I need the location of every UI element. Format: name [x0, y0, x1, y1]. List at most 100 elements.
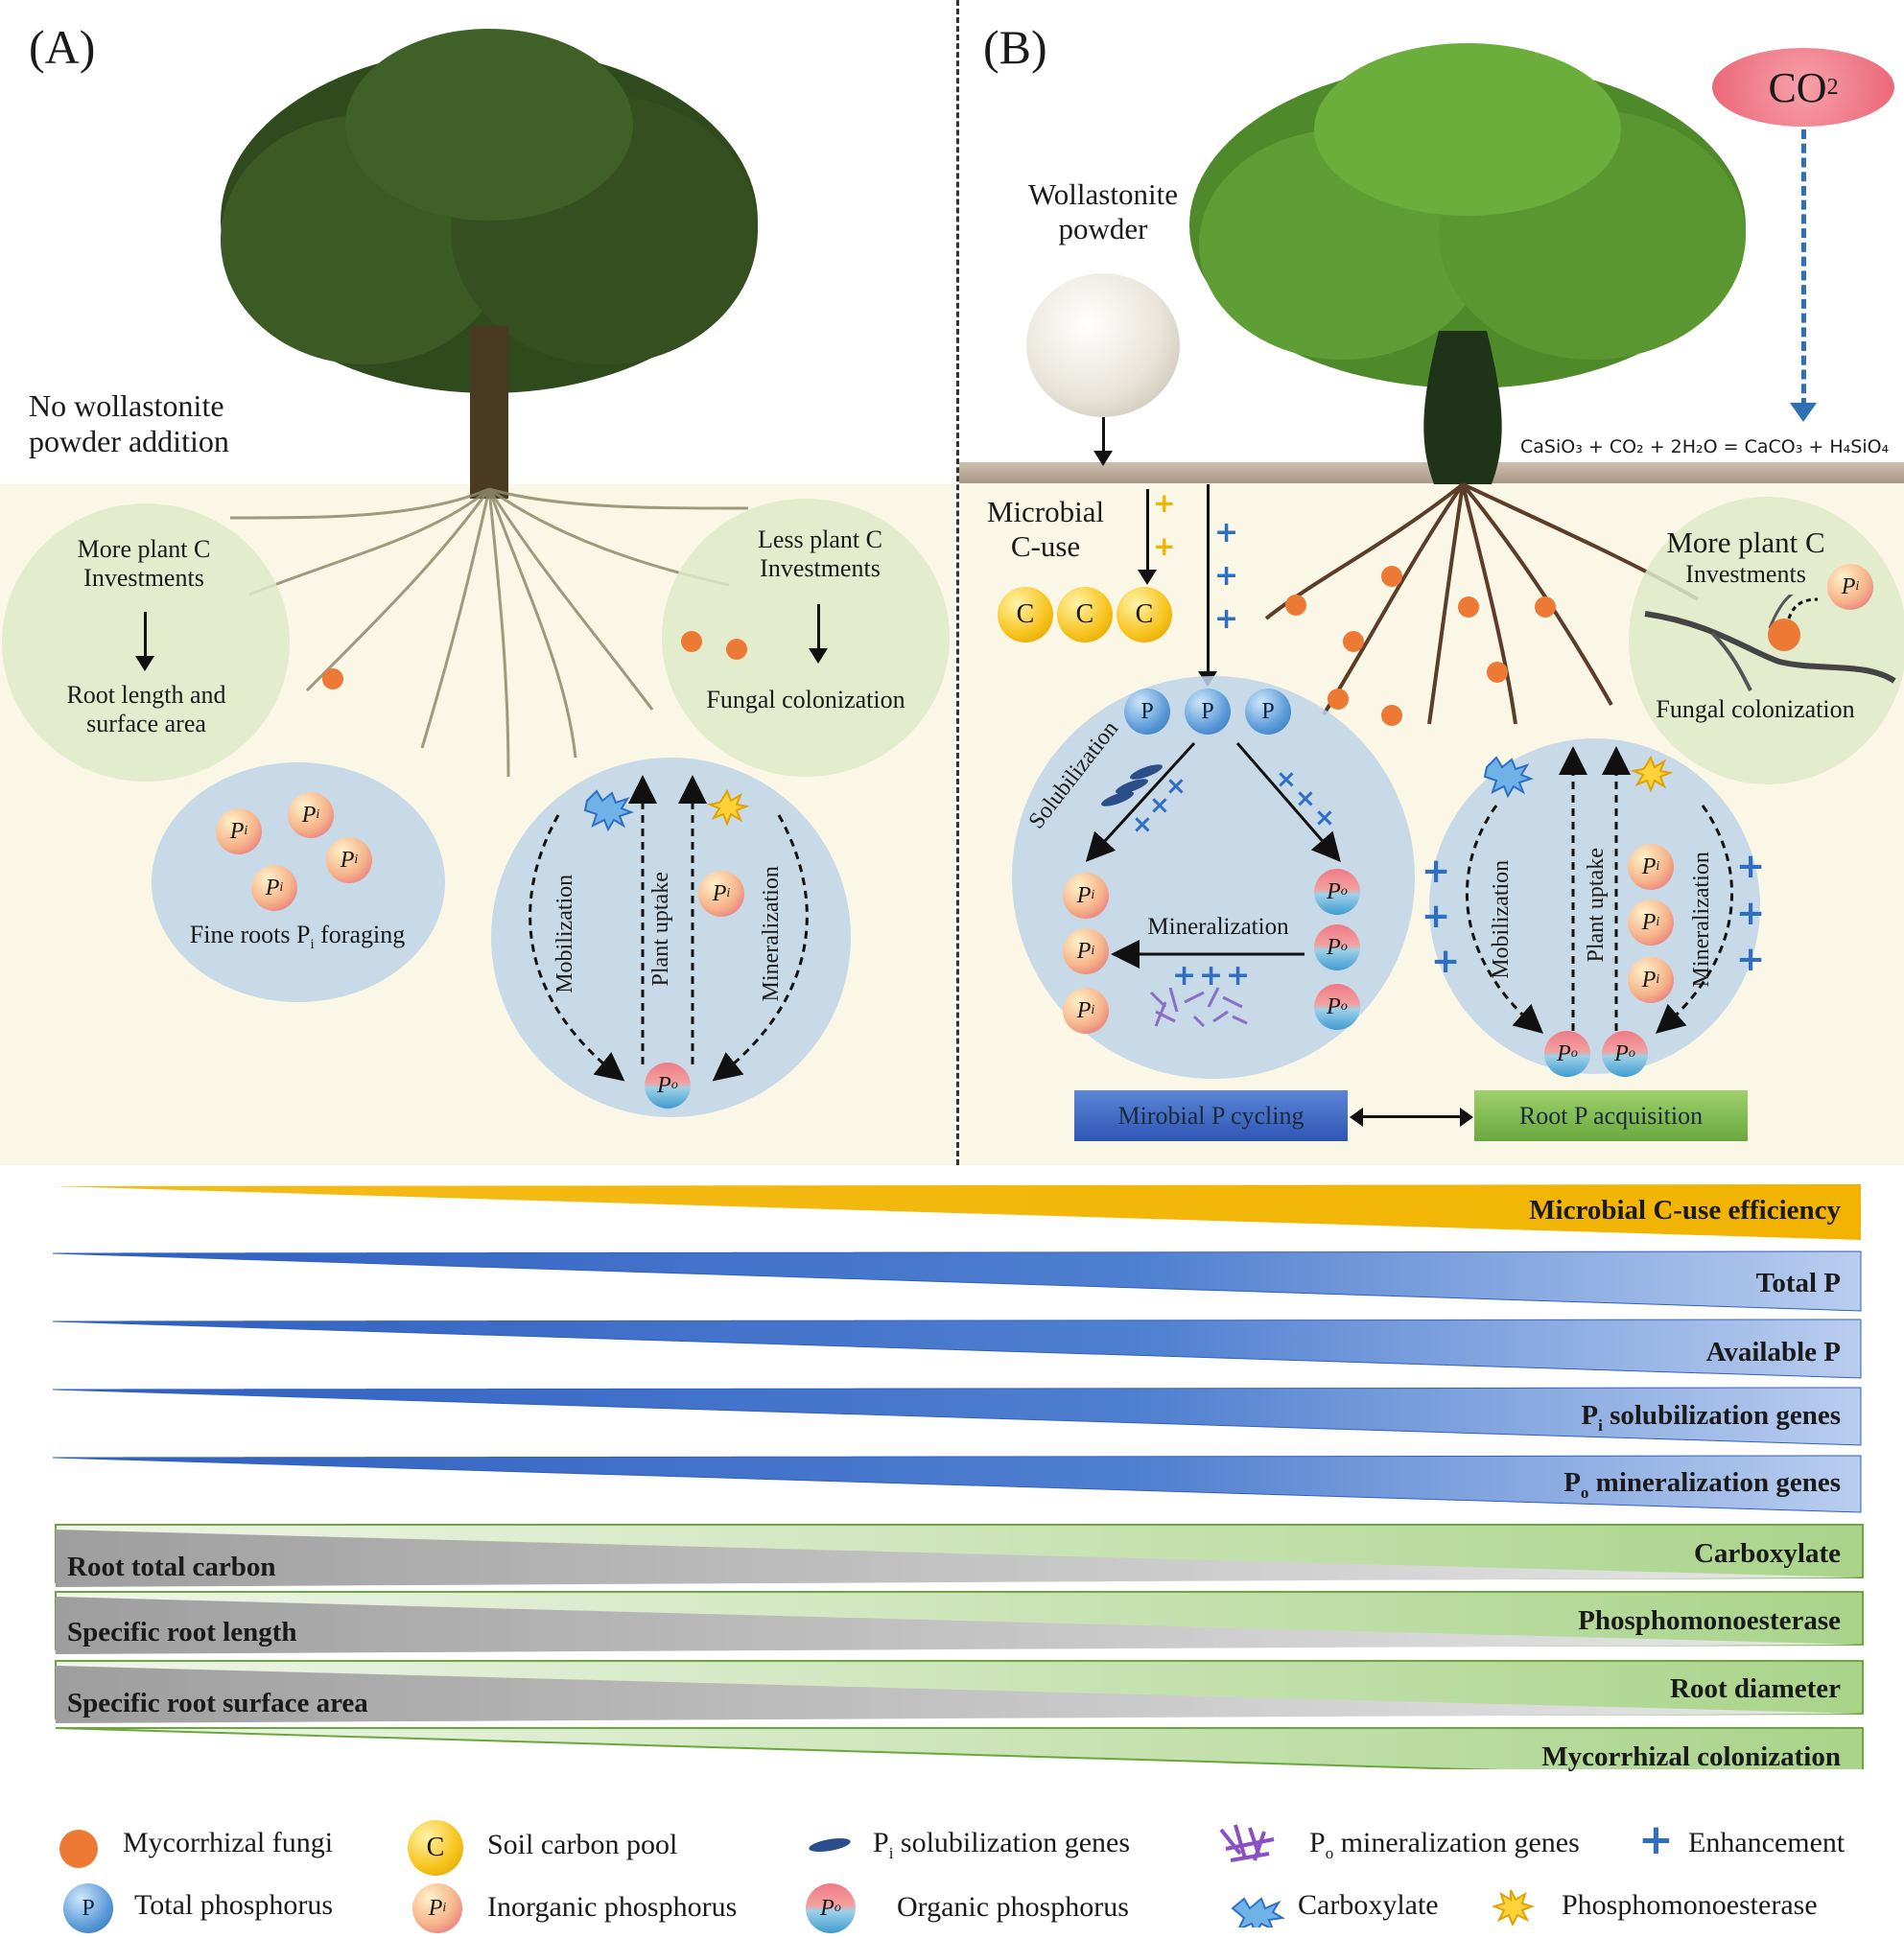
mycorrhizal-fungi-icon — [1285, 595, 1306, 616]
legend-carboxylate: Carboxylate — [1298, 1889, 1439, 1921]
wedge-pi-genes — [52, 1387, 1862, 1446]
legend-pi-genes-icon — [809, 1837, 851, 1853]
down-arrow-head-icon — [135, 656, 154, 671]
root-cycle-bubble — [1429, 738, 1760, 1074]
plant-uptake-label-b: Plant uptake — [1584, 848, 1610, 963]
bar-label-po-genes: Po mineralization genes — [1563, 1467, 1841, 1502]
panel-divider — [956, 0, 959, 1165]
trend-wedges — [52, 1184, 1864, 1769]
more-plant-c-bubble-b — [1629, 497, 1904, 784]
mobilization-label-a: Mobilization — [552, 874, 578, 993]
pi-solubilization-genes-icon — [1100, 764, 1164, 806]
enhancement-plus-icon: + — [1226, 959, 1251, 993]
mycorrhizal-fungi-icon — [1487, 662, 1508, 683]
legend-enhancement: Enhancement — [1688, 1827, 1845, 1858]
enhancement-plus-icon: + — [1736, 940, 1766, 979]
microbial-c-use-text: Microbial C-use — [986, 495, 1105, 563]
mycorrhizal-fungi-icon — [681, 631, 702, 652]
more-plant-c-text: More plant C Investments — [77, 535, 211, 592]
enhancement-plus-icon: + — [1172, 959, 1197, 993]
total-p-sphere: P — [1245, 689, 1291, 735]
total-p-sphere: P — [1185, 689, 1231, 735]
bar-label-root-diameter: Root diameter — [1670, 1673, 1841, 1704]
mycorrhizal-fungi-icon — [1458, 596, 1479, 618]
p-input-arrow — [1207, 484, 1210, 676]
enhancement-cross-icon: × — [1314, 804, 1335, 832]
bar-label-carboxylate: Carboxylate — [1693, 1538, 1841, 1569]
carboxylate-icon — [1483, 756, 1534, 799]
mineralization-label-a: Mineralization — [759, 866, 785, 1002]
enhancement-plus-icon: + — [1431, 942, 1461, 981]
plant-uptake-label-a: Plant uptake — [648, 872, 674, 987]
microbial-cycle-arrows — [1085, 741, 1341, 1028]
wedge-available-p — [52, 1319, 1862, 1379]
cycle-bubble-a — [491, 758, 851, 1117]
cycle-arrows-a — [529, 775, 809, 1082]
down-arrow-icon — [817, 604, 820, 652]
bar-label-root-total-carbon: Root total carbon — [67, 1552, 276, 1582]
wollastonite-title: Wollastonite powder — [1028, 177, 1178, 245]
legend-po-genes-icon — [1219, 1824, 1275, 1862]
arrow-head-left-icon — [1350, 1108, 1363, 1127]
panel-b-label: (B) — [983, 20, 1047, 74]
down-arrow-icon — [144, 612, 147, 660]
soil-carbon-sphere: C — [1057, 587, 1113, 642]
soil-carbon-sphere: C — [1117, 587, 1172, 642]
legend-pi-solubilization-genes: Pi solubilization genes — [873, 1827, 1131, 1862]
total-p-sphere: P — [1124, 689, 1170, 735]
microbial-p-cycling-box: Mirobial P cycling — [1074, 1090, 1348, 1141]
legend-inorganic-phosphorus: Inorganic phosphorus — [487, 1891, 738, 1923]
mycorrhizal-fungi-icon — [1381, 705, 1402, 726]
wedge-microbial-c-use — [53, 1184, 1861, 1240]
wedge-specific-root-length — [56, 1597, 1863, 1654]
mycorrhizal-fungi-icon — [1343, 631, 1364, 652]
legend-total-p-icon: P — [63, 1883, 113, 1933]
down-arrow-head-icon — [1138, 570, 1157, 585]
reaction-equation: CaSiO₃ + CO₂ + 2H₂O = CaCO₃ + H₄SiO₄ — [1520, 436, 1890, 457]
mycorrhizal-fungi-icon — [726, 639, 747, 660]
legend-carboxylate-icon — [1231, 1897, 1285, 1927]
root-fungus-illustration — [1644, 595, 1896, 691]
carboxylate-icon — [583, 789, 634, 832]
enhancement-cross-icon: × — [1165, 772, 1187, 801]
legend-phosphomonoesterase-icon — [1491, 1889, 1535, 1926]
legend-phosphomonoesterase: Phosphomonoesterase — [1562, 1889, 1818, 1921]
enhancement-cross-icon: × — [1149, 791, 1170, 820]
legend-soil-carbon-icon: C — [408, 1820, 463, 1876]
phosphomonoesterase-icon — [706, 788, 750, 827]
legend-mycorrhizal-fungi: Mycorrhizal fungi — [123, 1827, 334, 1858]
enhancement-cross-icon: × — [1295, 784, 1316, 813]
mycorrhizal-fungi-icon — [1328, 689, 1349, 710]
legend-po-mineralization-genes: Po mineralization genes — [1309, 1827, 1580, 1862]
legend-mycorrhizal-fungi-icon — [59, 1830, 98, 1868]
mobilization-label-b: Mobilization — [1489, 859, 1515, 979]
fine-roots-foraging-text: Fine roots Pi foraging — [189, 921, 406, 953]
co2-dashed-arrow — [1801, 129, 1806, 408]
more-plant-c-text-b: More plant C Investments — [1666, 526, 1825, 588]
root-length-text: Root length and surface area — [66, 681, 226, 737]
co2-arrow-head-icon — [1790, 403, 1817, 422]
panel-a-label: (A) — [29, 20, 96, 74]
enhancement-plus-icon: + — [1736, 894, 1766, 933]
legend-enhancement-icon: + — [1638, 1815, 1674, 1864]
wedge-root-total-carbon — [56, 1530, 1863, 1587]
fungal-colonization-text-a: Fungal colonization — [706, 686, 905, 713]
enhancement-plus-icon: + — [1153, 487, 1176, 519]
mineralization-label-b: Mineralization — [1147, 914, 1289, 940]
